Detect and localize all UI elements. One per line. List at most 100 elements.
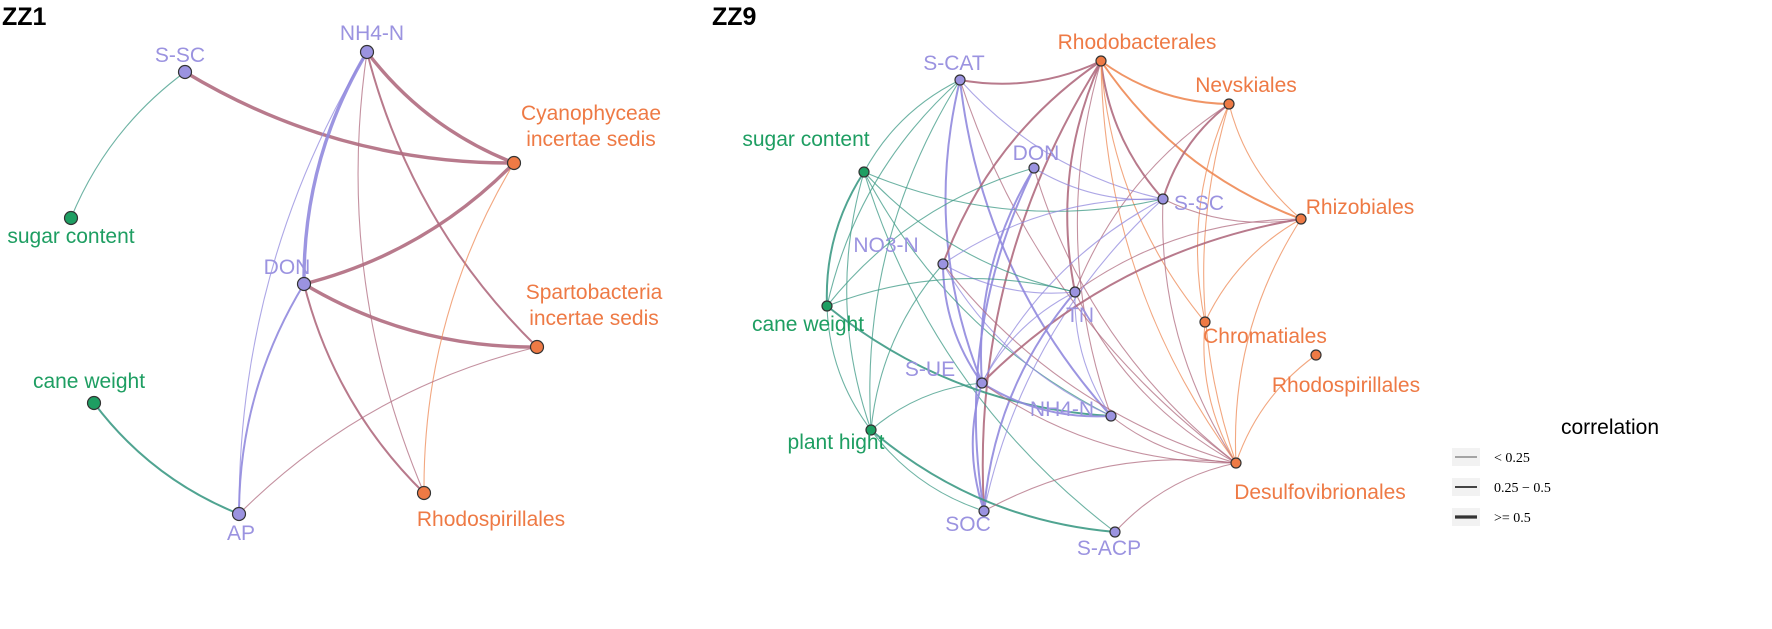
- edge-zz9-rhodosp-desulfo: [1235, 354, 1317, 464]
- edge-zz1-s-sc-cyano: [183, 70, 516, 165]
- node-zz1-cane: [86, 395, 102, 411]
- node-label-zz1-ap: AP: [227, 522, 255, 545]
- edge-zz9-rhodobac-rhizo: [1100, 60, 1302, 220]
- node-zz9-no3-n: [937, 258, 949, 270]
- edge-zz9-tn-s-ue: [981, 291, 1076, 384]
- node-label-zz9-s-ue: S-UE: [905, 358, 955, 381]
- node-label-zz9-nevsk: Nevskiales: [1195, 74, 1297, 97]
- edge-zz9-rhodobac-nh4-n: [1076, 60, 1112, 417]
- edge-zz9-don-cane: [826, 167, 1035, 307]
- edge-zz9-don-desulfo: [1033, 167, 1237, 464]
- edge-zz9-s-ue-soc: [971, 382, 985, 512]
- edge-zz9-tn-nh4-n: [1074, 291, 1112, 417]
- legend: correlation < 0.25 0.25 − 0.5 >= 0.5: [1452, 416, 1659, 526]
- edge-zz9-s-cat-s-sc: [959, 79, 1164, 200]
- legend-label-3: >= 0.5: [1494, 511, 1531, 526]
- legend-label-2: 0.25 − 0.5: [1494, 481, 1551, 496]
- edge-zz9-chrom-desulfo: [1203, 321, 1237, 464]
- edge-zz9-desulfo-soc: [983, 459, 1237, 512]
- edge-zz9-tn-soc: [983, 291, 1076, 512]
- node-label-zz1-nh4-n: NH4-N: [340, 22, 404, 45]
- node-label-zz1-sugar: sugar content: [7, 225, 134, 248]
- edge-zz9-sugar-cane: [825, 171, 865, 307]
- node-label-zz9-soc: SOC: [945, 513, 991, 536]
- node-zz9-soc: [978, 505, 990, 517]
- node-zz1-s-sc: [177, 64, 193, 80]
- node-zz9-plant: [865, 424, 877, 436]
- edge-zz9-rhodobac-tn: [1066, 60, 1102, 293]
- edge-zz9-no3-n-desulfo: [942, 263, 1237, 464]
- edge-zz9-plant-s-acp: [870, 429, 1116, 533]
- edge-zz9-s-cat-desulfo: [959, 79, 1237, 464]
- edge-zz9-s-cat-cane: [826, 79, 961, 307]
- node-label-zz9-rhodosp: Rhodospirillales: [1272, 374, 1420, 397]
- edge-zz1-nh4-n-don: [302, 50, 369, 286]
- edge-zz9-cane-plant: [826, 305, 872, 431]
- edge-zz9-no3-n-s-ue: [942, 263, 983, 384]
- node-zz9-don: [1028, 162, 1040, 174]
- node-zz1-don: [296, 276, 312, 292]
- edge-zz9-rhizo-tn: [1074, 218, 1302, 293]
- edge-zz9-nevsk-rhizo: [1228, 103, 1302, 220]
- edge-zz9-s-ue-plant: [870, 382, 983, 431]
- node-label-zz9-plant: plant hight: [788, 431, 885, 454]
- edge-zz9-plant-soc: [870, 429, 985, 512]
- node-zz9-desulfo: [1230, 457, 1242, 469]
- edge-zz1-s-sc-sugar: [70, 71, 186, 219]
- node-label-zz9-cane: cane weight: [752, 313, 864, 336]
- edge-zz9-s-ue-desulfo: [981, 382, 1237, 464]
- panel-title-zz1: ZZ1: [2, 3, 47, 31]
- panel-zz9: ZZ9 S-CATRhodobacteralesNevskialessugar …: [712, 3, 1420, 560]
- edge-zz9-s-cat-nh4-n: [959, 79, 1112, 417]
- edge-zz9-s-cat-s-ue: [944, 79, 983, 384]
- edge-zz9-nevsk-s-sc: [1162, 103, 1230, 200]
- node-label-zz9-tn: TN: [1066, 304, 1094, 327]
- node-label-zz9-rhizo: Rhizobiales: [1306, 196, 1415, 219]
- edge-zz9-no3-n-tn: [942, 263, 1076, 294]
- node-zz9-rhodobac: [1095, 55, 1107, 67]
- edge-zz9-rhodobac-s-sc: [1100, 60, 1164, 200]
- node-label-zz9-s-acp: S-ACP: [1077, 537, 1141, 560]
- node-label-zz1-cane: cane weight: [33, 370, 145, 393]
- node-zz1-rhodosp: [416, 485, 432, 501]
- node-label-zz9-desulfo: Desulfovibrionales: [1234, 481, 1406, 504]
- edge-zz9-desulfo-s-acp: [1114, 462, 1237, 533]
- edge-zz9-sugar-plant: [846, 171, 872, 431]
- edge-zz9-sugar-nh4-n: [863, 171, 1112, 417]
- node-label-zz9-no3-n: NO3-N: [853, 234, 918, 257]
- edge-zz9-s-sc-soc: [983, 198, 1164, 512]
- edge-zz1-don-sparto: [302, 282, 539, 349]
- node-zz9-rhodosp: [1310, 349, 1322, 361]
- node-zz9-s-cat: [954, 74, 966, 86]
- edge-zz9-rhizo-s-ue: [981, 218, 1302, 384]
- edge-zz9-rhodobac-no3-n: [942, 60, 1102, 265]
- edge-zz9-rhizo-desulfo: [1234, 218, 1302, 464]
- node-zz1-sparto: [529, 339, 545, 355]
- edge-zz9-s-cat-rhodobac: [959, 60, 1102, 85]
- edge-zz9-rhizo-chrom: [1204, 218, 1302, 323]
- edge-zz9-cane-nh4-n: [826, 305, 1112, 417]
- panel-title-zz9: ZZ9: [712, 3, 756, 31]
- edge-zz9-no3-n-nh4-n: [942, 263, 1112, 417]
- node-label-zz9-s-sc: S-SC: [1174, 192, 1224, 215]
- node-label-zz9-sugar: sugar content: [742, 128, 869, 151]
- edge-zz9-s-sc-desulfo: [1162, 198, 1237, 464]
- edge-zz9-rhodobac-soc: [981, 60, 1102, 512]
- node-zz9-rhizo: [1295, 213, 1307, 225]
- legend-title: correlation: [1561, 416, 1659, 439]
- node-zz9-tn: [1069, 286, 1081, 298]
- edge-zz1-don-ap: [238, 283, 305, 515]
- node-zz1-nh4-n: [359, 44, 375, 60]
- node-zz9-s-sc: [1157, 193, 1169, 205]
- edge-zz9-sugar-tn: [863, 171, 1076, 293]
- node-label-zz9-s-cat: S-CAT: [923, 52, 985, 75]
- edges-zz1: [70, 50, 539, 515]
- edge-zz9-s-sc-s-ue: [981, 198, 1164, 384]
- edge-zz1-nh4-n-rhodosp: [357, 51, 425, 494]
- edge-zz9-sugar-s-acp: [863, 171, 1116, 533]
